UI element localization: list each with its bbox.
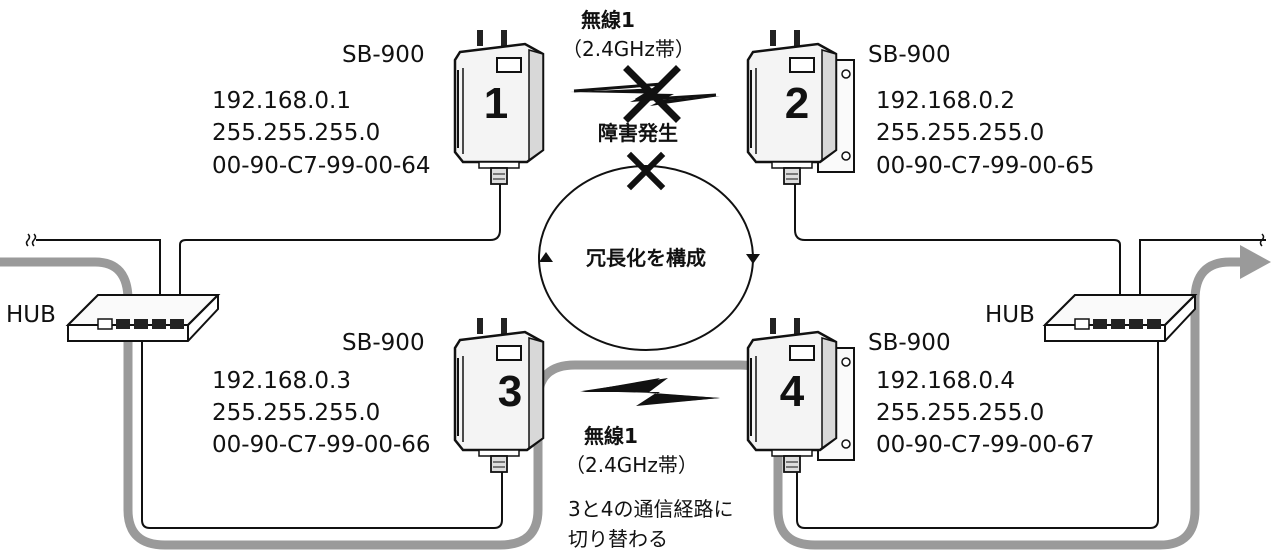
failure-x-icon-2	[626, 151, 666, 191]
traffic-arrow-head	[1240, 245, 1271, 279]
redundancy-label: 冗長化を構成	[586, 246, 706, 270]
device-4-ip: 192.168.0.4	[876, 368, 1015, 394]
device-1-model: SB-900	[342, 42, 425, 68]
device-1-ip: 192.168.0.1	[212, 88, 351, 114]
failure-x-icon	[623, 65, 681, 123]
device-4-mask: 255.255.255.0	[876, 400, 1044, 426]
hub-left	[67, 294, 219, 342]
cable-break-left	[25, 233, 37, 247]
loop-arrow-right	[746, 254, 760, 264]
device-2-mask: 255.255.255.0	[876, 120, 1044, 146]
cable-break-right	[1259, 233, 1265, 247]
device-2-mac: 00-90-C7-99-00-65	[876, 153, 1095, 179]
wireless-bottom-title: 無線1	[584, 424, 638, 448]
device-3-mac: 00-90-C7-99-00-66	[212, 432, 431, 458]
device-2-ip: 192.168.0.2	[876, 88, 1015, 114]
device-number-1: 1	[484, 79, 508, 128]
hub-left-label: HUB	[6, 302, 56, 328]
device-3-ip: 192.168.0.3	[212, 368, 351, 394]
wireless-link-active	[580, 378, 720, 406]
device-3-mask: 255.255.255.0	[212, 400, 380, 426]
loop-arrow-left	[539, 252, 553, 262]
wireless-top-title: 無線1	[581, 8, 635, 32]
device-3-model: SB-900	[342, 330, 425, 356]
failure-label: 障害発生	[598, 121, 678, 145]
wireless-bottom-band: （2.4GHz帯）	[565, 453, 698, 477]
hub-right-label: HUB	[985, 302, 1035, 328]
switch-note-line1: 3と4の通信経路に	[568, 497, 733, 521]
device-4-mac: 00-90-C7-99-00-67	[876, 432, 1095, 458]
device-number-2: 2	[785, 79, 809, 128]
wireless-link-broken	[570, 65, 720, 123]
switch-note-line2: 切り替わる	[568, 527, 668, 551]
device-1-mac: 00-90-C7-99-00-64	[212, 153, 431, 179]
device-number-3: 3	[498, 367, 522, 416]
device-number-4: 4	[780, 367, 805, 416]
cables-right	[794, 180, 1266, 529]
device-4-model: SB-900	[868, 330, 951, 356]
wireless-top-band: （2.4GHz帯）	[562, 37, 695, 61]
cables-left	[36, 180, 503, 529]
traffic-path	[0, 257, 1242, 550]
device-2-model: SB-900	[868, 42, 951, 68]
device-1-mask: 255.255.255.0	[212, 120, 380, 146]
hub-right	[1044, 294, 1196, 342]
